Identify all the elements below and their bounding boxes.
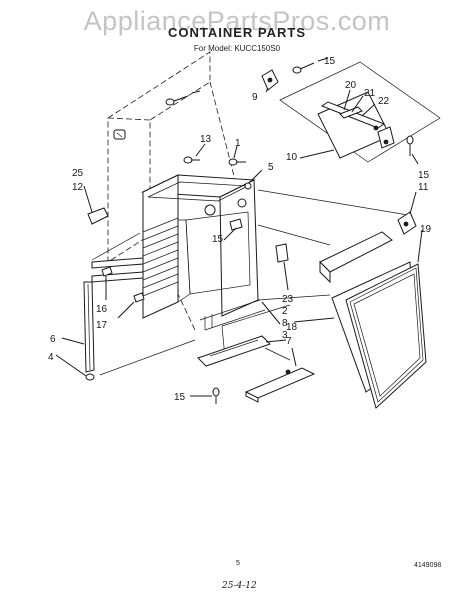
callout-9: 9 (252, 92, 258, 103)
screw-1 (228, 158, 246, 166)
part-17 (133, 292, 145, 303)
callout-17: 17 (96, 320, 108, 331)
screw-15-bottom (212, 387, 220, 404)
callout-18: 18 (286, 322, 298, 333)
callout-15-bottom: 15 (174, 392, 186, 403)
callout-3: 3 (282, 330, 288, 341)
hinge-23 (275, 243, 289, 263)
cabinet-ribs (142, 217, 179, 297)
callout-15-top: 15 (324, 56, 336, 67)
callout-16: 16 (96, 304, 108, 315)
hinge-panel (279, 61, 441, 163)
callout-10: 10 (286, 152, 298, 163)
page-title: CONTAINER PARTS (167, 25, 307, 40)
callout-21: 21 (364, 88, 376, 99)
page-number: 5 (236, 560, 240, 567)
callout-4: 4 (48, 352, 54, 363)
callout-2: 2 (282, 306, 288, 317)
cabinet-hole (237, 198, 247, 208)
callout-25: 25 (72, 168, 84, 179)
callout-15-inner: 15 (212, 234, 224, 245)
side-trim-6 (83, 281, 95, 373)
latch-11 (397, 211, 417, 235)
handwritten-date: 25-4-12 (222, 581, 257, 591)
cabinet-body (141, 174, 259, 319)
base-rails (91, 257, 266, 331)
door-gasket-19 (345, 263, 427, 409)
screw-upper-left (113, 129, 126, 140)
toe-plate-7 (197, 335, 271, 367)
panel-12 (87, 207, 109, 225)
doc-number: 4149098 (414, 562, 442, 569)
screw-4 (85, 373, 95, 381)
screw-upper-right (165, 90, 201, 106)
callout-20: 20 (345, 80, 357, 91)
cabinet-screw-top (244, 182, 252, 190)
screw-15-top (292, 62, 315, 74)
cabinet-clip (229, 218, 243, 231)
callout-11: 11 (418, 182, 429, 193)
bracket-9 (261, 69, 279, 91)
screw-13 (183, 156, 200, 164)
leader-lines (55, 57, 423, 397)
callout-1: 1 (235, 138, 241, 149)
callout-22: 22 (378, 96, 390, 107)
part-16 (101, 266, 113, 277)
assembly-lines (91, 189, 409, 376)
model-subtitle: For Model: KUCC150S0 (193, 44, 281, 53)
callout-12: 12 (72, 182, 84, 193)
screw-15-right (406, 135, 414, 156)
cabinet-hole (204, 204, 216, 216)
callout-23: 23 (282, 294, 294, 305)
callout-5: 5 (268, 162, 274, 173)
callout-7: 7 (286, 336, 292, 347)
callout-13: 13 (200, 134, 212, 145)
callout-labels: 15 9 20 21 22 13 1 10 5 25 12 15 15 11 1… (48, 56, 432, 403)
callout-15-right: 15 (418, 170, 430, 181)
callout-6: 6 (50, 334, 56, 345)
callout-19: 19 (420, 224, 432, 235)
trim-bar (319, 231, 393, 284)
bottom-grille-18 (244, 367, 316, 403)
watermark: AppliancePartsPros.com (83, 6, 391, 36)
callout-8: 8 (282, 318, 288, 329)
